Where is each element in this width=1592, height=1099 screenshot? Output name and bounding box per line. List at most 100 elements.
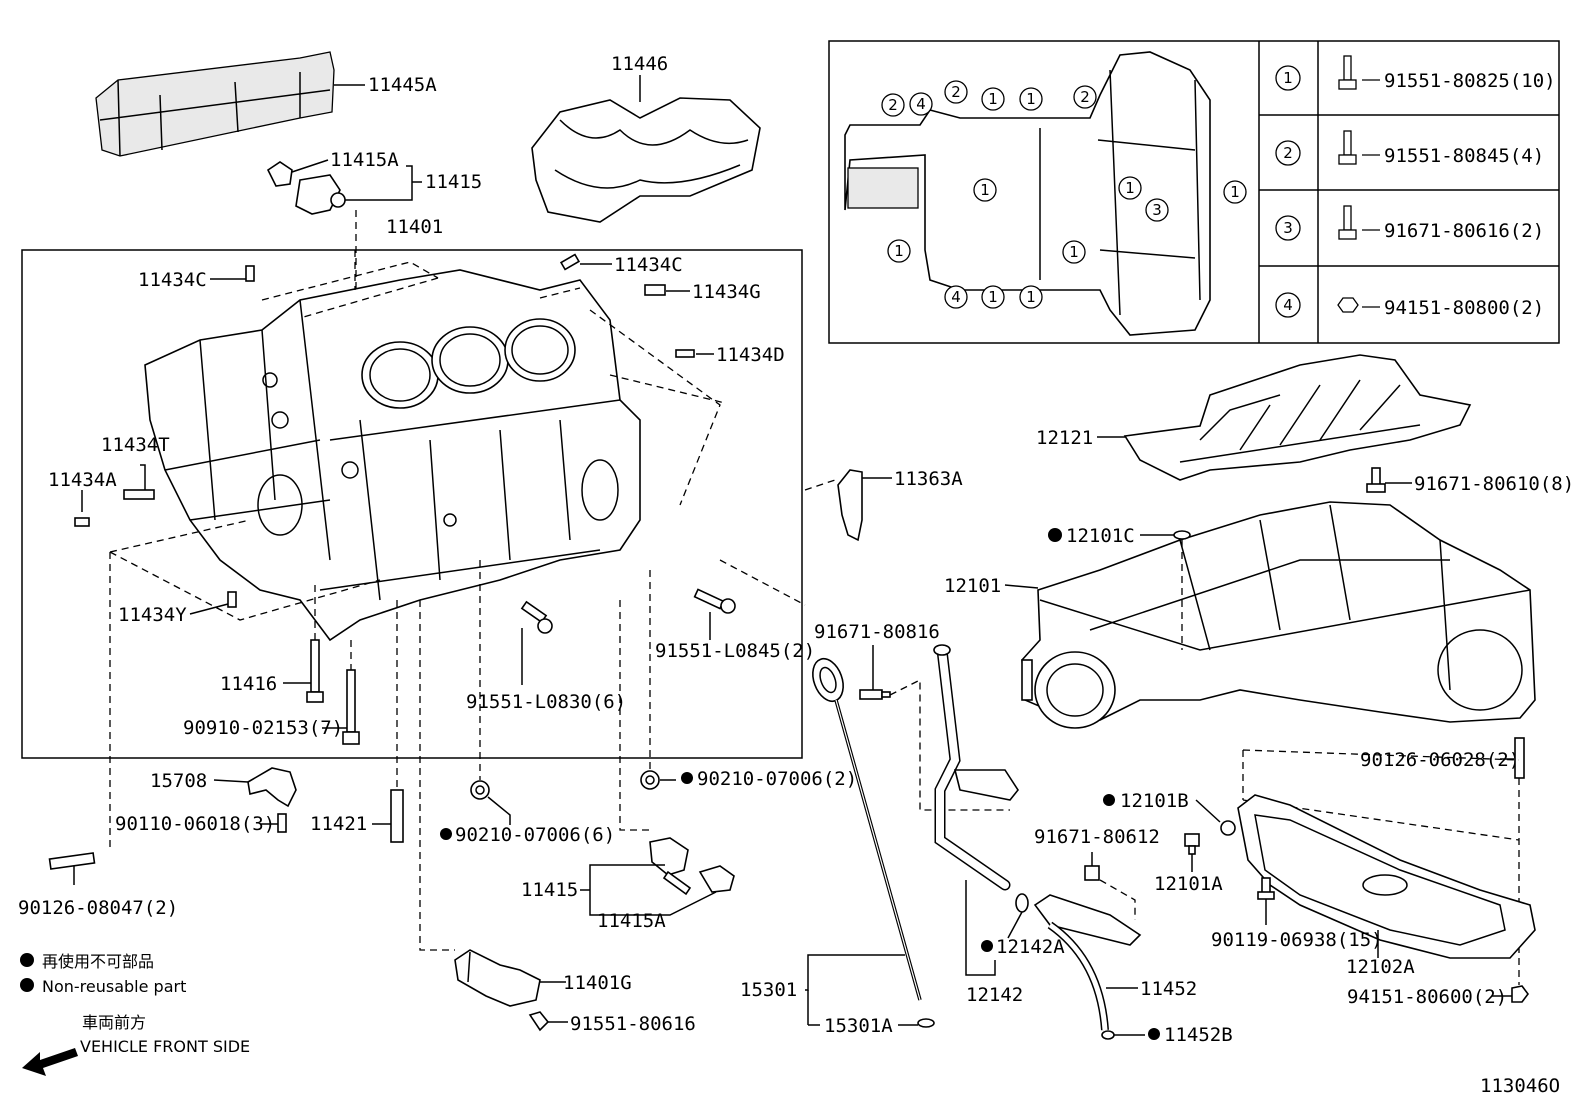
svg-text:2: 2 bbox=[1283, 144, 1293, 162]
stud-90126-08047 bbox=[48, 852, 96, 870]
label-11416[interactable]: 11416 bbox=[220, 673, 277, 695]
oring-12101C bbox=[1173, 530, 1191, 540]
part-11452-strainer bbox=[1033, 894, 1142, 1031]
label-11452B[interactable]: 11452B bbox=[1164, 1024, 1233, 1046]
legend-front-en: VEHICLE FRONT SIDE bbox=[80, 1037, 250, 1056]
svg-text:1: 1 bbox=[1230, 183, 1240, 201]
pin-11434A bbox=[74, 517, 90, 527]
label-11434G[interactable]: 11434G bbox=[692, 281, 761, 303]
plug-12101A bbox=[1184, 833, 1200, 855]
bolt-table-part-1[interactable]: 91551-80825(10) bbox=[1384, 70, 1556, 92]
bolt-icon bbox=[1338, 130, 1357, 165]
label-11415A-bottom[interactable]: 11415A bbox=[597, 910, 666, 932]
label-90210-07006-2[interactable]: 90210-07006(2) bbox=[697, 768, 857, 790]
label-15301A[interactable]: 15301A bbox=[824, 1015, 893, 1037]
oring-12142A bbox=[1015, 893, 1029, 913]
label-91551-L0845[interactable]: 91551-L0845(2) bbox=[655, 640, 815, 662]
svg-text:3: 3 bbox=[1283, 219, 1293, 237]
part-12121-illustration bbox=[1123, 354, 1472, 481]
cylinder-block-illustration bbox=[144, 269, 641, 642]
label-11401G[interactable]: 11401G bbox=[563, 972, 632, 994]
front-arrow-icon bbox=[22, 1048, 78, 1076]
label-11452[interactable]: 11452 bbox=[1140, 978, 1197, 1000]
label-90119-06938[interactable]: 90119-06938(15) bbox=[1211, 929, 1383, 951]
label-11401[interactable]: 11401 bbox=[386, 216, 443, 238]
label-90126-06028[interactable]: 90126-06028(2) bbox=[1360, 749, 1520, 771]
bolt-11416 bbox=[310, 639, 320, 693]
label-11415-bottom[interactable]: 11415 bbox=[521, 879, 578, 901]
inset-marker-1: 1 bbox=[887, 239, 911, 263]
label-11415A-top[interactable]: 11415A bbox=[330, 149, 399, 171]
inset-marker-4: 4 bbox=[944, 285, 968, 309]
label-11363A[interactable]: 11363A bbox=[894, 468, 963, 490]
svg-text:1: 1 bbox=[1125, 179, 1135, 197]
diagram-id: 113046O bbox=[1480, 1075, 1560, 1097]
svg-text:1: 1 bbox=[1283, 69, 1293, 87]
label-12101[interactable]: 12101 bbox=[944, 575, 1001, 597]
label-91551-L0830[interactable]: 91551-L0830(6) bbox=[466, 691, 626, 713]
washer-12101B bbox=[1220, 820, 1236, 836]
svg-text:1: 1 bbox=[980, 181, 990, 199]
stud-90126-06028 bbox=[1514, 737, 1525, 779]
label-91551-80616[interactable]: 91551-80616 bbox=[570, 1013, 696, 1035]
label-12101C[interactable]: 12101C bbox=[1066, 525, 1135, 547]
label-90210-07006-6[interactable]: 90210-07006(6) bbox=[455, 824, 615, 846]
bolt-91551-L0830 bbox=[520, 600, 553, 634]
part-15708 bbox=[247, 767, 297, 808]
label-11434Y[interactable]: 11434Y bbox=[118, 604, 187, 626]
bolt-table-part-4[interactable]: 94151-80800(2) bbox=[1384, 297, 1544, 319]
inset-marker-1: 1 bbox=[1062, 240, 1086, 264]
inset-marker-1: 1 bbox=[1223, 180, 1247, 204]
svg-text:4: 4 bbox=[1283, 296, 1293, 314]
bolt-table-part-3[interactable]: 91671-80616(2) bbox=[1384, 220, 1544, 242]
label-12101A[interactable]: 12101A bbox=[1154, 873, 1223, 895]
label-11415-top[interactable]: 11415 bbox=[425, 171, 482, 193]
label-12101B[interactable]: 12101B bbox=[1120, 790, 1189, 812]
inset-marker-2: 2 bbox=[944, 80, 968, 104]
bolt-icon bbox=[1338, 55, 1357, 90]
stud-11421 bbox=[390, 789, 404, 843]
bolt-90910 bbox=[346, 669, 356, 733]
label-90110-06018[interactable]: 90110-06018(3) bbox=[115, 813, 275, 835]
svg-text:2: 2 bbox=[951, 83, 961, 101]
gasket-11452B bbox=[1101, 1030, 1115, 1040]
svg-text:1: 1 bbox=[1026, 90, 1036, 108]
label-12102A[interactable]: 12102A bbox=[1346, 956, 1415, 978]
label-12121[interactable]: 12121 bbox=[1036, 427, 1093, 449]
legend-nonreuse-jp: 再使用不可部品 bbox=[42, 952, 154, 971]
cylinder-block-frame bbox=[21, 249, 803, 759]
inset-marker-3: 3 bbox=[1145, 198, 1169, 222]
part-12102A-illustration bbox=[1237, 794, 1536, 959]
label-11446[interactable]: 11446 bbox=[611, 53, 668, 75]
label-11434D[interactable]: 11434D bbox=[716, 344, 785, 366]
label-11434C-left[interactable]: 11434C bbox=[138, 269, 207, 291]
label-91671-80816[interactable]: 91671-80816 bbox=[814, 621, 940, 643]
svg-text:1: 1 bbox=[894, 242, 904, 260]
label-90910-02153[interactable]: 90910-02153(7) bbox=[183, 717, 343, 739]
label-11445A[interactable]: 11445A bbox=[368, 74, 437, 96]
pin-11434T bbox=[123, 489, 155, 500]
svg-text:1: 1 bbox=[1026, 288, 1036, 306]
part-11445A-illustration bbox=[95, 51, 335, 157]
label-94151-80600[interactable]: 94151-80600(2) bbox=[1347, 986, 1507, 1008]
label-90126-08047[interactable]: 90126-08047(2) bbox=[18, 897, 178, 919]
label-11434T[interactable]: 11434T bbox=[101, 434, 170, 456]
label-12142[interactable]: 12142 bbox=[966, 984, 1023, 1006]
part-15301-dipstick bbox=[812, 657, 922, 1001]
label-91671-80612[interactable]: 91671-80612 bbox=[1034, 826, 1160, 848]
svg-text:2: 2 bbox=[1080, 88, 1090, 106]
label-11434A[interactable]: 11434A bbox=[48, 469, 117, 491]
label-91671-80610[interactable]: 91671-80610(8) bbox=[1414, 473, 1574, 495]
part-12142-guide bbox=[933, 644, 1019, 891]
svg-text:1: 1 bbox=[988, 90, 998, 108]
svg-text:2: 2 bbox=[888, 96, 898, 114]
label-11434C-right[interactable]: 11434C bbox=[614, 254, 683, 276]
bolt-table-part-2[interactable]: 91551-80845(4) bbox=[1384, 145, 1544, 167]
inset-marker-1: 1 bbox=[973, 178, 997, 202]
inset-marker-1: 1 bbox=[981, 285, 1005, 309]
label-15708[interactable]: 15708 bbox=[150, 770, 207, 792]
label-15301[interactable]: 15301 bbox=[740, 979, 797, 1001]
label-11421[interactable]: 11421 bbox=[310, 813, 367, 835]
label-12142A[interactable]: 12142A bbox=[996, 936, 1065, 958]
